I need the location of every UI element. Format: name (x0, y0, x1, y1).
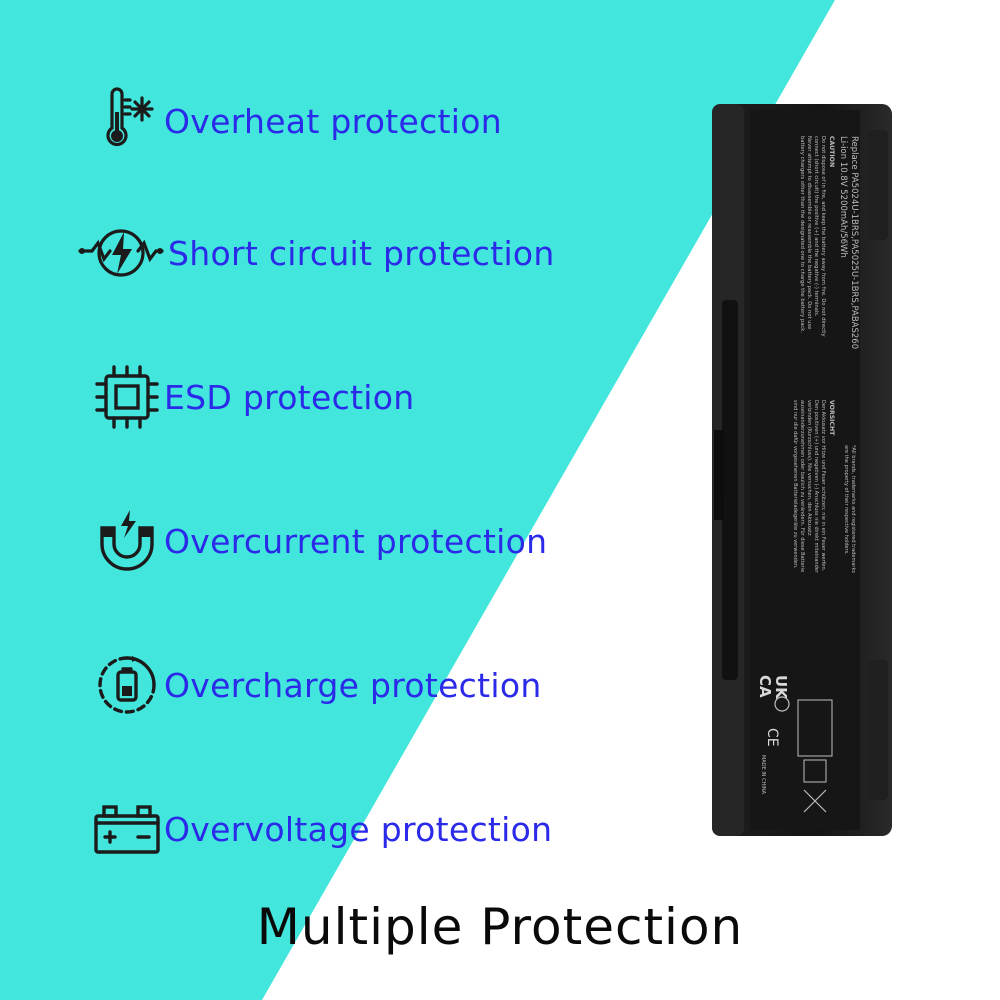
made-in-text: MADE IN CHINA (760, 755, 766, 795)
vorsicht-title: VORSICHT (828, 400, 835, 436)
car-battery-icon (94, 805, 160, 854)
recycle-icon (803, 759, 827, 783)
battery-connector (714, 430, 724, 520)
chip-icon (95, 365, 159, 429)
battery-spec-line: Li-ion 10.8V 5200mAh/56Wh (838, 136, 848, 258)
svg-text:Den Akkusatz vor Hitze und Feu: Den Akkusatz vor Hitze und Feuer schütze… (820, 400, 826, 572)
feature-label: Short circuit protection (168, 233, 555, 273)
svg-text:Do not dispose of in fire, and: Do not dispose of in fire, and keep the … (820, 136, 826, 337)
feature-overcharge: Overcharge protection (92, 650, 542, 720)
brand-logo-icon (774, 696, 790, 712)
feature-overheat: Overheat protection (92, 86, 502, 156)
feature-overcurrent: Overcurrent protection (92, 506, 547, 576)
feature-label: Overheat protection (164, 101, 502, 141)
ca-mark: CA (756, 675, 774, 698)
battery-model-line: Replace PA5024U-1BRS,PA5025U-1BRS,PABAS2… (849, 136, 859, 349)
feature-label: ESD protection (164, 377, 415, 417)
svg-text:battery chargers other than th: battery chargers other than the designat… (799, 136, 805, 333)
svg-text:sind nur die dafür vorgesehene: sind nur die dafür vorgesehenen Batterie… (792, 400, 798, 569)
feature-label: Overcurrent protection (164, 521, 548, 561)
svg-text:auseinanderzunehmen oder bauli: auseinanderzunehmen oder baulich zu verä… (799, 400, 805, 572)
headline-title: Multiple Protection (256, 898, 744, 956)
uk-mark: UK (772, 675, 790, 700)
charging-battery-icon (98, 656, 156, 714)
caution-title: CAUTION (828, 136, 835, 167)
recycle-label-box (797, 699, 833, 757)
magnet-bolt-icon (100, 510, 154, 571)
feature-overvoltage: Overvoltage protection (92, 794, 552, 864)
feature-label: Overcharge protection (164, 665, 542, 705)
thermometer-snowflake-icon (106, 87, 154, 147)
svg-text:Den positiven (+) und negative: Den positiven (+) und negativen (-) Ansc… (813, 400, 819, 574)
svg-text:are the property of their resp: are the property of their respective hol… (843, 445, 849, 555)
battery-product-image: Replace PA5024U-1BRS,PA5025U-1BRS,PABAS2… (712, 104, 892, 836)
feature-short-circuit: Short circuit protection (76, 218, 555, 288)
crossed-bin-icon (803, 789, 827, 813)
svg-text:verbinden (Kurzschluss). Nie v: verbinden (Kurzschluss). Nie versuchen, … (806, 400, 812, 536)
ce-mark: CE (764, 728, 780, 747)
feature-esd: ESD protection (92, 362, 414, 432)
svg-text:*All brands, trademarks and re: *All brands, trademarks and registered t… (850, 445, 856, 573)
short-circuit-bolt-icon (78, 229, 164, 277)
feature-label: Overvoltage protection (164, 809, 553, 849)
svg-text:connect (short circuit) the po: connect (short circuit) the positive (+)… (813, 136, 819, 317)
svg-text:Never attempt to disassemble o: Never attempt to disassemble or reassemb… (806, 136, 812, 329)
